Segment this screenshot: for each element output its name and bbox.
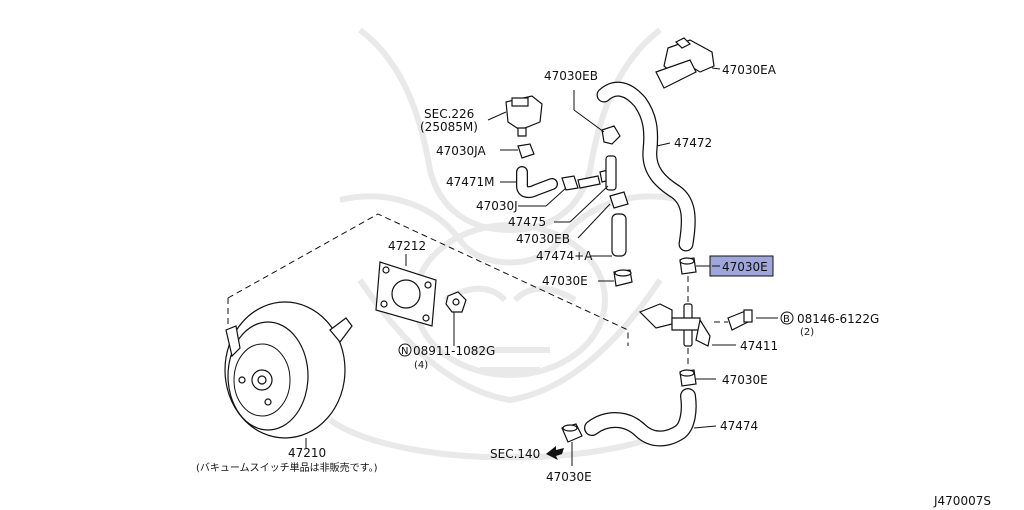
assembly-outline [227, 213, 629, 346]
highlight-box [709, 255, 774, 277]
hose-47471M [500, 166, 558, 199]
hose-47474 [584, 388, 717, 447]
label-47212: 47212 [388, 239, 426, 253]
label-47474A: 47474+A [536, 249, 593, 263]
label-nut-08911: 08911-1082G [413, 344, 495, 358]
label-sec226-line1: SEC.226 [424, 107, 474, 121]
label-47030EB-mid: 47030EB [516, 232, 570, 246]
hose-47472 [596, 81, 696, 252]
gasket-47212 [375, 254, 437, 327]
pressure-sensor-sec226 [487, 95, 543, 137]
label-47030EA: 47030EA [722, 63, 777, 77]
bolt-08146 [714, 309, 778, 331]
label-sec226-line2: (25085M) [420, 120, 478, 134]
label-47472: 47472 [674, 136, 712, 150]
tube-47475 [554, 155, 617, 223]
bolt-marker-letter: B [783, 314, 790, 325]
label-47030E-left: 47030E [542, 274, 588, 288]
nut-marker-letter: N [401, 346, 408, 357]
clamp-47030E-highlighted [679, 257, 712, 312]
label-47030EB-top: 47030EB [544, 69, 598, 83]
tube-47474A [590, 213, 627, 257]
connector-47030EA [655, 37, 721, 89]
label-47411: 47411 [740, 339, 778, 353]
label-47471M: 47471M [446, 175, 495, 189]
label-47030E-highlighted[interactable]: 47030E [722, 260, 768, 274]
clamp-47030E-bottom [546, 423, 583, 466]
clamp-47030E-right [679, 348, 716, 387]
label-sec140: SEC.140 [490, 447, 540, 461]
check-valve-47030J [518, 169, 611, 207]
label-bolt-08146-qty: (2) [800, 327, 814, 338]
label-47030J: 47030J [476, 199, 518, 213]
label-bolt-08146: 08146-6122G [797, 312, 879, 326]
label-47030E-right: 47030E [722, 373, 768, 387]
nut-marker: N [398, 343, 412, 357]
nut-08911 [445, 291, 467, 346]
label-47474: 47474 [720, 419, 758, 433]
label-nut-08911-qty: (4) [414, 360, 428, 371]
label-47030JA: 47030JA [436, 144, 487, 158]
label-47210: 47210 [288, 446, 326, 460]
label-47030E-bottom: 47030E [546, 470, 592, 484]
brake-booster-47210 [224, 301, 353, 448]
clamp-47030EB-mid [577, 191, 629, 239]
clamp-47030EB-top [573, 90, 621, 145]
clamp-47030E-left [598, 269, 633, 287]
clamp-47030JA [500, 143, 535, 159]
label-47475: 47475 [508, 215, 546, 229]
bolt-marker: B [780, 311, 794, 325]
label-47210-note: (バキュームスイッチ単品は非販売です。) [196, 461, 378, 474]
figure-code: J470007S [933, 494, 991, 508]
bracket-47411 [638, 303, 736, 347]
